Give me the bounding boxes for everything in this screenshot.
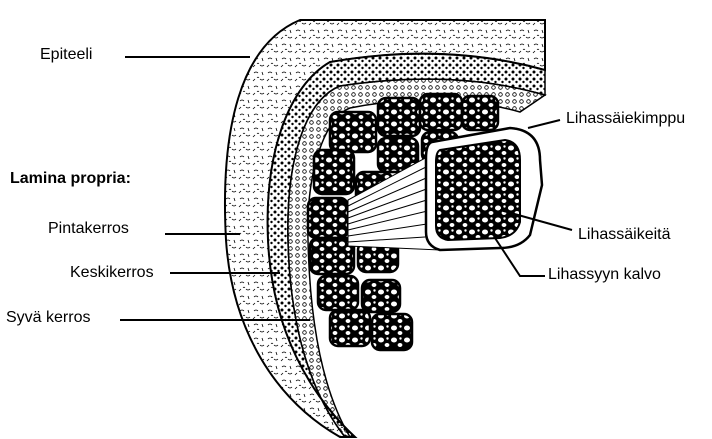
label-lihassyyn-kalvo: Lihassyyn kalvo [548,266,661,284]
label-lamina-propria: Lamina propria: [10,170,131,188]
muscle-bundle [426,128,542,250]
label-epiteeli: Epiteeli [40,46,92,64]
label-lihassaikeita: Lihassäikeitä [578,226,671,244]
label-lihassaiekimppu: Lihassäiekimppu [566,110,685,128]
label-syva-kerros: Syvä kerros [6,309,90,327]
label-pintakerros: Pintakerros [48,220,129,238]
label-keskikerros: Keskikerros [70,264,154,282]
